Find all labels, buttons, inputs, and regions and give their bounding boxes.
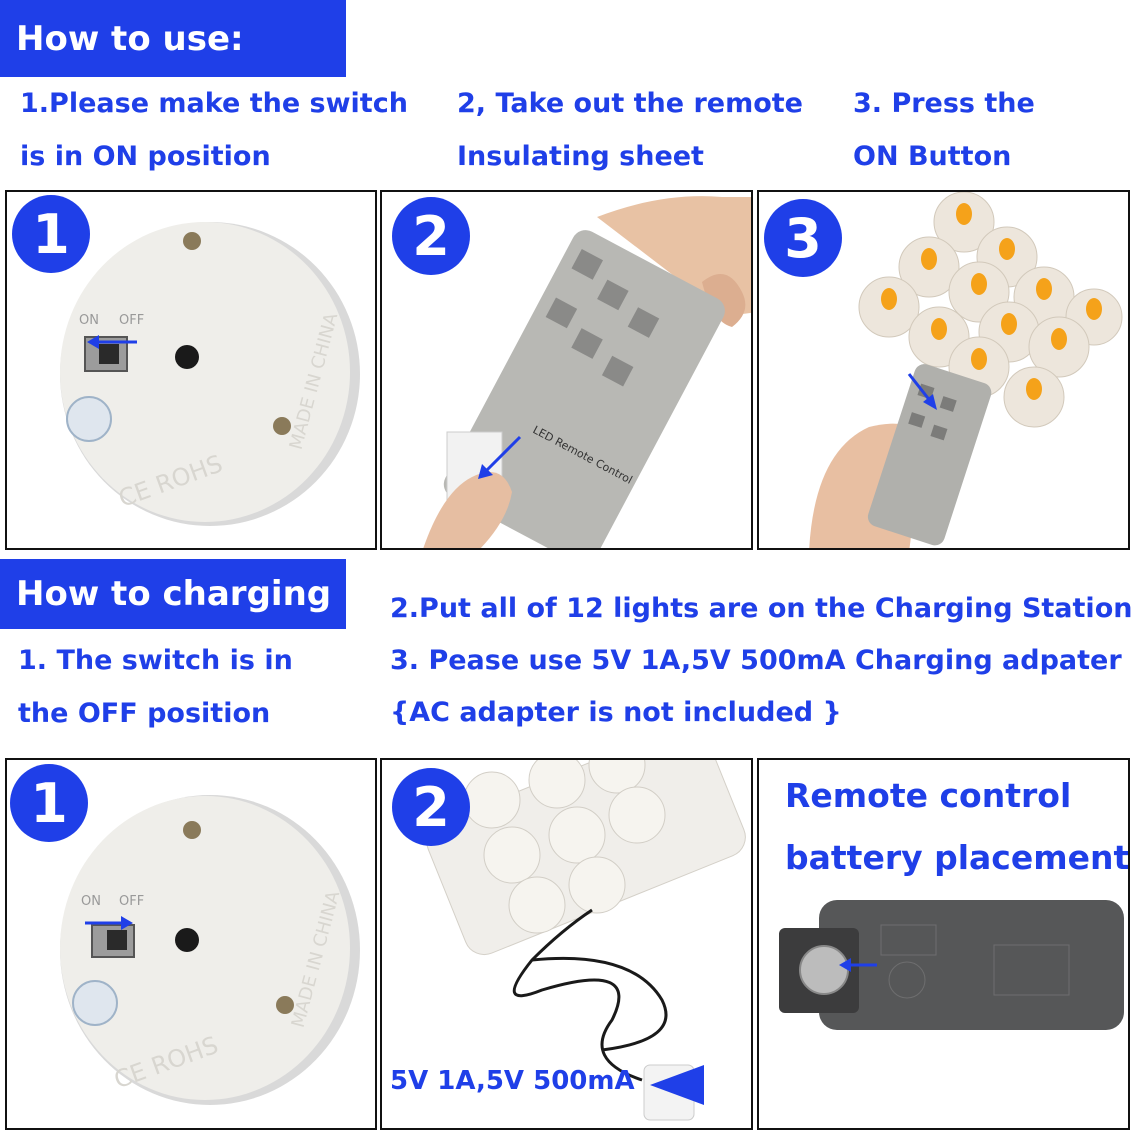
charge-step-1-text: 1. The switch is in the OFF position [18,645,293,729]
panel-switch-off: ON OFF CE ROHS MADE IN CHINA 1 [5,758,377,1130]
charge-step-3-text: 3. Pease use 5V 1A,5V 500mA Charging adp… [390,645,1122,676]
svg-text:ON: ON [81,894,101,909]
charge-step-2-text: 2.Put all of 12 lights are on the Chargi… [390,593,1133,624]
charge-note-text: {AC adapter is not included } [390,697,842,728]
charging-station-illustration [426,760,746,1121]
step-badge-3: 3 [764,199,842,277]
panel-press-on: 3 [757,190,1130,550]
how-to-charging-title: How to charging : [16,574,357,614]
svg-text:ON: ON [79,313,99,328]
remote-back-illustration [779,900,1124,1030]
how-to-charging-banner: How to charging : [0,559,357,629]
how-to-use-title: How to use: [16,18,244,59]
step-badge-1: 1 [12,195,90,273]
charge-badge-2: 2 [392,768,470,846]
candles-remote-illustration [809,192,1123,548]
battery-title-line-2: battery placement [785,838,1130,877]
remote-sheet-illustration: LED Remote Control [423,196,751,548]
battery-title-line-1: Remote control [785,776,1072,815]
adapter-caption: 5V 1A,5V 500mA [390,1066,635,1096]
step-badge-2: 2 [392,197,470,275]
panel-remote-sheet: LED Remote Control 2 [380,190,753,550]
use-step-2-text: 2, Take out the remote Insulating sheet [457,88,803,172]
panel-battery-placement: Remote control battery placement [757,758,1130,1130]
charge-badge-1: 1 [10,764,88,842]
panel-charging-station: 2 5V 1A,5V 500mA [380,758,753,1130]
svg-text:OFF: OFF [119,894,144,909]
use-step-1-text: 1.Please make the switch is in ON positi… [20,88,408,172]
candle-base-on-illustration: ON OFF CE ROHS MADE IN CHINA [60,222,360,526]
panel-switch-on: ON OFF CE ROHS MADE IN CHINA 1 [5,190,377,550]
how-to-use-banner: How to use: [0,0,346,77]
candle-base-off-illustration: ON OFF CE ROHS MADE IN CHINA [60,795,360,1105]
svg-text:OFF: OFF [119,313,144,328]
use-step-3-text: 3. Press the ON Button [853,88,1035,172]
